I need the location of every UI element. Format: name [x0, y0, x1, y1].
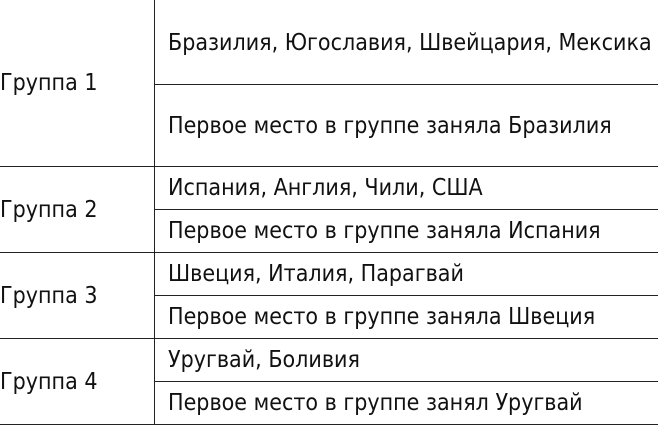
group-result: Первое место в группе заняла Швеция	[154, 295, 658, 339]
group-name: Группа 3	[0, 252, 155, 339]
table-row: Группа 2 Испания, Англия, Чили, США	[0, 166, 658, 253]
groups-table: Группа 1 Бразилия, Югославия, Швейцария,…	[0, 0, 658, 425]
group-result: Первое место в группе занял Уругвай	[154, 381, 658, 425]
table-row: Группа 4 Уругвай, Боливия	[0, 338, 658, 425]
group-result: Первое место в группе заняла Бразилия	[154, 84, 658, 167]
group-name: Группа 1	[0, 0, 155, 167]
group-teams: Испания, Англия, Чили, США	[154, 166, 658, 210]
table-row: Группа 1 Бразилия, Югославия, Швейцария,…	[0, 0, 658, 167]
group-name: Группа 2	[0, 166, 155, 253]
group-teams: Бразилия, Югославия, Швейцария, Мексика	[154, 0, 658, 85]
group-teams: Уругвай, Боливия	[154, 338, 658, 382]
table-row: Первое место в группе заняла Бразилия	[0, 84, 658, 167]
group-name: Группа 4	[0, 338, 155, 425]
table-row: Первое место в группе заняла Испания	[0, 209, 658, 253]
table-row: Группа 3 Швеция, Италия, Парагвай	[0, 252, 658, 339]
group-teams: Швеция, Италия, Парагвай	[154, 252, 658, 296]
table-row: Первое место в группе занял Уругвай	[0, 381, 658, 425]
group-result: Первое место в группе заняла Испания	[154, 209, 658, 253]
